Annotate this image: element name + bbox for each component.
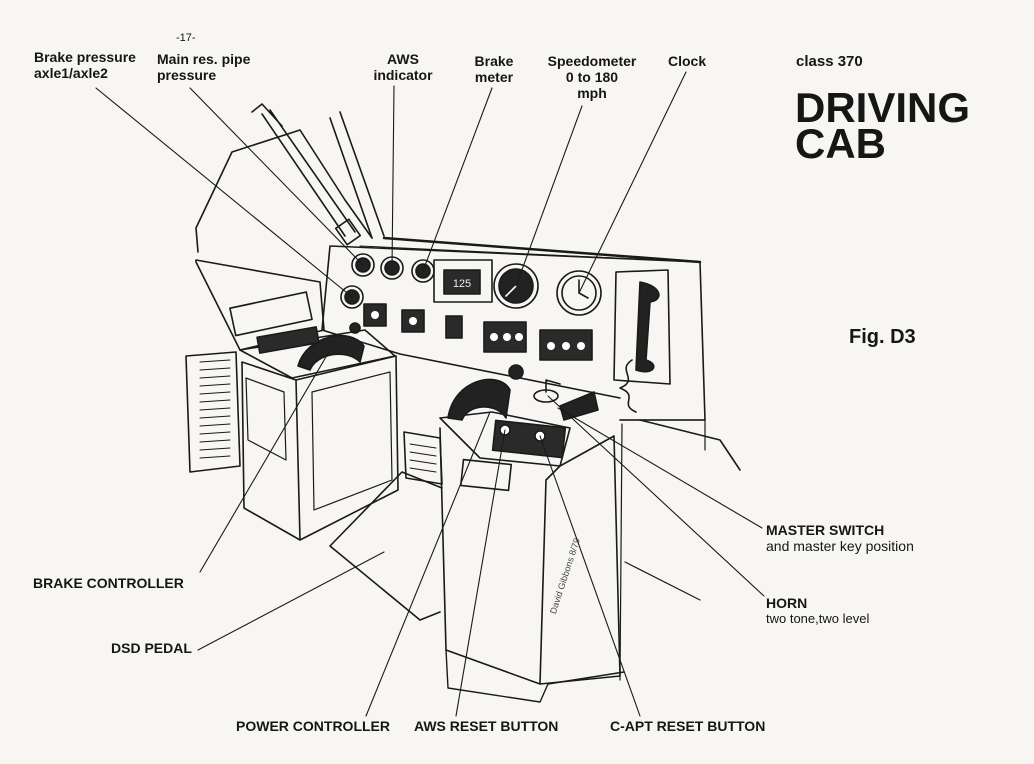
label-aws-line1: AWS (387, 51, 419, 67)
wiper-arm (251, 103, 356, 237)
label-capt-reset: C-APT RESET BUTTON (610, 718, 766, 734)
switch-strip (229, 291, 313, 337)
digital-display (433, 259, 493, 303)
left-cabinet (241, 355, 399, 541)
label-brake-meter-line1: Brake (474, 53, 514, 69)
telephone-box (613, 269, 671, 385)
label-horn-line1: HORN (766, 595, 808, 611)
label-brake-meter-line2: meter (474, 69, 514, 85)
leader-power (365, 411, 491, 717)
leader-clock (578, 71, 687, 294)
label-aws-line2: indicator (373, 67, 433, 83)
floor-vent (403, 431, 443, 485)
label-master-switch: MASTER SWITCH and master key position (766, 522, 914, 554)
floor-outline (329, 471, 443, 621)
label-speedo-line3: mph (577, 85, 607, 101)
leader-horn (547, 395, 765, 597)
power-controller-handle (447, 378, 511, 421)
label-brake-pressure-line2: axle1/axle2 (34, 65, 108, 81)
leader-master (557, 407, 763, 529)
label-master-line1: MASTER SWITCH (766, 522, 885, 538)
label-horn: HORN two tone,two level (766, 595, 869, 627)
driver-cabinet (439, 427, 621, 685)
leader-brake-meter (422, 87, 493, 272)
master-switch (559, 391, 599, 421)
title-driving: DRIVING (795, 84, 971, 131)
label-master-line2: and master key position (766, 538, 914, 554)
telephone-handset (635, 281, 660, 373)
label-brake-meter: Brake meter (464, 53, 524, 85)
label-brake-controller: BRAKE CONTROLLER (33, 575, 184, 591)
page-number: -17- (176, 32, 196, 44)
left-vent (185, 351, 241, 473)
label-power-controller: POWER CONTROLLER (236, 718, 390, 734)
label-aws-indicator: AWS indicator (366, 51, 440, 83)
label-main-res-line1: Main res. pipe (157, 51, 251, 67)
label-clock: Clock (668, 53, 707, 69)
label-dsd-pedal: DSD PEDAL (111, 640, 192, 656)
clock-face (556, 270, 602, 316)
digital-display-readout: 125 (453, 278, 471, 290)
windscreen-frame (195, 129, 373, 253)
leader-aws-reset (455, 429, 506, 717)
leader-brake-pressure (95, 87, 353, 298)
leader-aws (391, 85, 395, 269)
label-main-res: Main res. pipe pressure (157, 51, 250, 83)
label-speedometer: Speedometer 0 to 180 mph (536, 53, 648, 101)
label-speedo-line2: 0 to 180 (565, 69, 619, 85)
label-horn-line2: two tone,two level (766, 611, 870, 626)
figure-label: Fig. D3 (849, 326, 916, 348)
windscreen-pillar (329, 111, 385, 239)
telephone-cord (619, 359, 637, 413)
driver-desk (439, 411, 571, 467)
leader-dsd (197, 551, 385, 651)
label-brake-pressure-line1: Brake pressure (34, 49, 136, 65)
label-brake-pressure: Brake pressure axle1/axle2 (34, 49, 136, 81)
title-cab: CAB (795, 120, 886, 167)
label-main-res-line2: pressure (157, 67, 217, 83)
leader-speedo (515, 105, 583, 287)
label-speedo-line1: Speedometer (547, 53, 637, 69)
leader-main-res (189, 87, 364, 266)
leader-brake-controller (199, 349, 331, 573)
class-label: class 370 (796, 53, 863, 70)
label-aws-reset: AWS RESET BUTTON (414, 718, 559, 734)
roofline (382, 236, 702, 264)
leader-capt-reset (539, 435, 641, 717)
